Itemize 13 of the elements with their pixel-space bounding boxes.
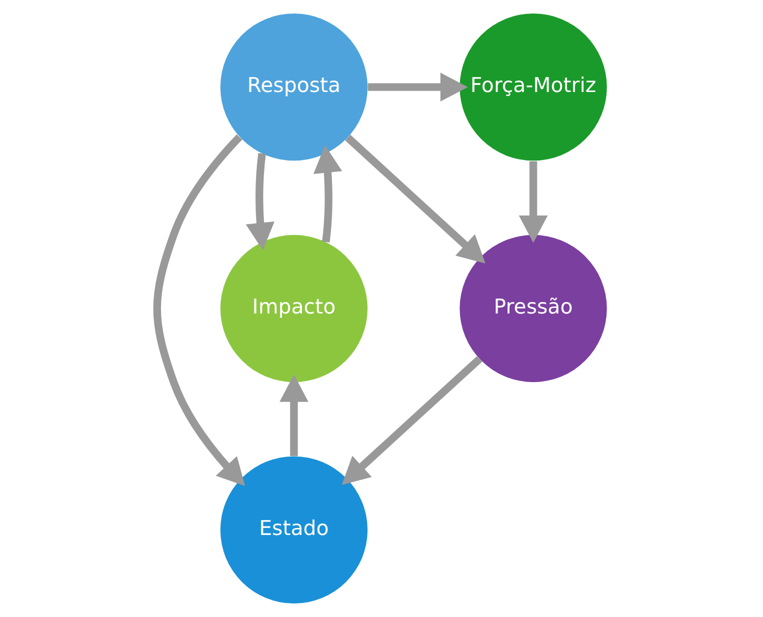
arrow: [341, 356, 482, 485]
arrow: [344, 134, 485, 264]
arrow: [312, 145, 342, 242]
node-circle: Pressão: [459, 234, 606, 382]
arrow: [367, 72, 468, 102]
arrow: [279, 374, 308, 456]
node-circle: Impacto: [220, 234, 368, 382]
arrow: [245, 152, 274, 250]
node-circle: Resposta: [220, 14, 368, 161]
arrow: [152, 134, 245, 486]
node-circle: Estado: [220, 456, 368, 604]
node-circle: Força-Motriz: [459, 14, 606, 161]
arrow: [518, 161, 548, 243]
